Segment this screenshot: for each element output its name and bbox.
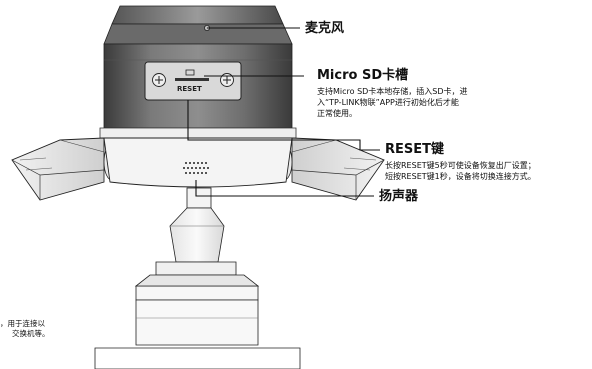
sd-desc-line-1: 支持Micro SD卡本地存储，插入SD卡，进 — [317, 87, 468, 96]
reset-callout-line — [187, 100, 380, 151]
sd-reset-panel: RESET — [144, 61, 242, 101]
reset-title: RESET键 — [385, 142, 445, 157]
reset-description: 长按RESET键5秒可使设备恢复出厂设置； 短按RESET键1秒，设备将切换连接… — [385, 160, 536, 182]
speaker-grille — [183, 162, 209, 174]
sd-desc-line-2: 入“TP-LINK物联”APP进行初始化后才能 — [317, 98, 459, 107]
camera-top-cap — [103, 5, 293, 45]
mic-title: 麦克风 — [305, 21, 345, 36]
panel-reset-label: RESET — [177, 85, 202, 93]
left-lens-wing — [11, 137, 121, 201]
sd-desc-line-3: 正常使用。 — [317, 109, 357, 118]
speaker-title: 扬声器 — [379, 189, 419, 204]
sd-title: Micro SD卡槽 — [317, 68, 409, 83]
right-lens-wing — [275, 137, 385, 201]
callout-lines — [187, 27, 380, 197]
speaker-callout-line — [195, 180, 374, 197]
partial-line-2: 交换机等。 — [12, 329, 50, 338]
camera-base — [94, 261, 301, 369]
partial-line-1: ，用于连接以 — [0, 319, 45, 328]
camera-neck — [169, 187, 225, 263]
sd-description: 支持Micro SD卡本地存储，插入SD卡，进 入“TP-LINK物联”APP进… — [317, 86, 468, 119]
reset-desc-line-2: 短按RESET键1秒，设备将切换连接方式。 — [385, 172, 536, 181]
reset-desc-line-1: 长按RESET键5秒可使设备恢复出厂设置； — [385, 161, 536, 170]
partial-left-description: ，用于连接以 交换机等。 — [0, 319, 50, 339]
